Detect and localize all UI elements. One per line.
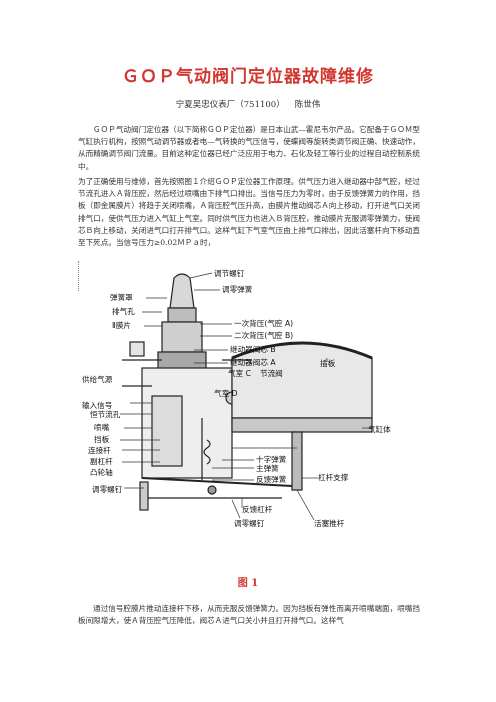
label-nozzle: 喷嘴 — [94, 422, 110, 432]
label-backpressure-b: 二次背压(气腔 B) — [234, 330, 293, 340]
figure-caption: 图 1 — [237, 578, 259, 589]
article-title: ＧＯＰ气动阀门定位器故障维修 — [122, 67, 374, 87]
label-spring-cap: 弹簧罩 — [110, 292, 133, 302]
label-input-signal: 输入信号 — [82, 400, 113, 410]
label-zero-screw-left: 调零螺钉 — [92, 484, 123, 494]
positioner-diagram: 调节螺钉 调零弹簧 弹簧罩 排气孔 Ⅱ膜片 一次背压(气腔 A) 二次背压(气腔… — [82, 268, 424, 532]
label-diaphragm-2: Ⅱ膜片 — [112, 320, 131, 330]
label-chamber-d: 气室 D — [214, 388, 238, 398]
label-zero-spring: 调零弹簧 — [222, 284, 253, 294]
label-piston-rod: 活塞推杆 — [314, 518, 345, 528]
spring-bonnet-shape — [169, 273, 195, 309]
label-adjust-screw: 调节螺钉 — [214, 268, 245, 278]
label-exhaust-hole: 排气孔 — [112, 306, 135, 316]
label-connecting-rod: 连接杆 — [88, 445, 111, 455]
label-backpressure-a: 一次背压(气腔 A) — [234, 318, 293, 328]
label-zero-screw-bottom: 调零螺钉 — [234, 518, 265, 528]
byline: 宁夏吴忠仪表厂（751100） 陈世伟 — [0, 98, 496, 110]
author-name: 陈世伟 — [294, 100, 321, 110]
continuation-paragraph: 通过信号腔膜片推动连接杆下移，从而克服反馈弹簧力。因为挡板有弹性而离开喷嘴端面，… — [78, 604, 420, 626]
intro-paragraph: ＧＯＰ气动阀门定位器（以下简称ＧＯＰ定位器）是日本山武—霍尼韦尔产品。它配备于Ｇ… — [78, 125, 420, 171]
label-flapper: 挡板 — [94, 434, 110, 444]
label-feedback-lever: 反馈杠杆 — [242, 504, 273, 514]
label-sub-lever: 副杠杆 — [90, 456, 113, 466]
label-feedback-spring: 反馈弹簧 — [256, 474, 287, 484]
label-constant-orifice: 恒节流孔 — [90, 409, 121, 419]
label-throttle-valve: 节流阀 — [260, 368, 283, 378]
positioner-diagram-svg: 调节螺钉 调零弹簧 弹簧罩 排气孔 Ⅱ膜片 一次背压(气腔 A) 二次背压(气腔… — [82, 268, 391, 528]
principle-paragraph: 为了正确使用与维修，首先按照图１介绍ＧＯＰ定位器工作原理。供气压力进入继动器中部… — [78, 177, 420, 248]
label-relay-valve-b: 继动器阀芯 B — [230, 344, 276, 354]
label-cam-shaft: 凸轮轴 — [90, 467, 113, 477]
author-organization: 宁夏吴忠仪表厂（751100） — [175, 100, 285, 110]
label-chamber-c: 气室 C — [228, 368, 251, 378]
label-relay-valve-a: 继动器阀芯 A — [230, 357, 276, 367]
label-plate: 插板 — [320, 358, 336, 368]
label-main-spring: 主弹簧 — [256, 463, 279, 473]
label-cylinder-body: 气缸体 — [368, 424, 391, 434]
label-cross-spring: 十字弹簧 — [256, 454, 287, 464]
margin-dotted-line — [78, 261, 79, 291]
label-air-supply: 供给气源 — [82, 374, 113, 384]
label-lever-support: 杠杆支撑 — [318, 472, 349, 482]
